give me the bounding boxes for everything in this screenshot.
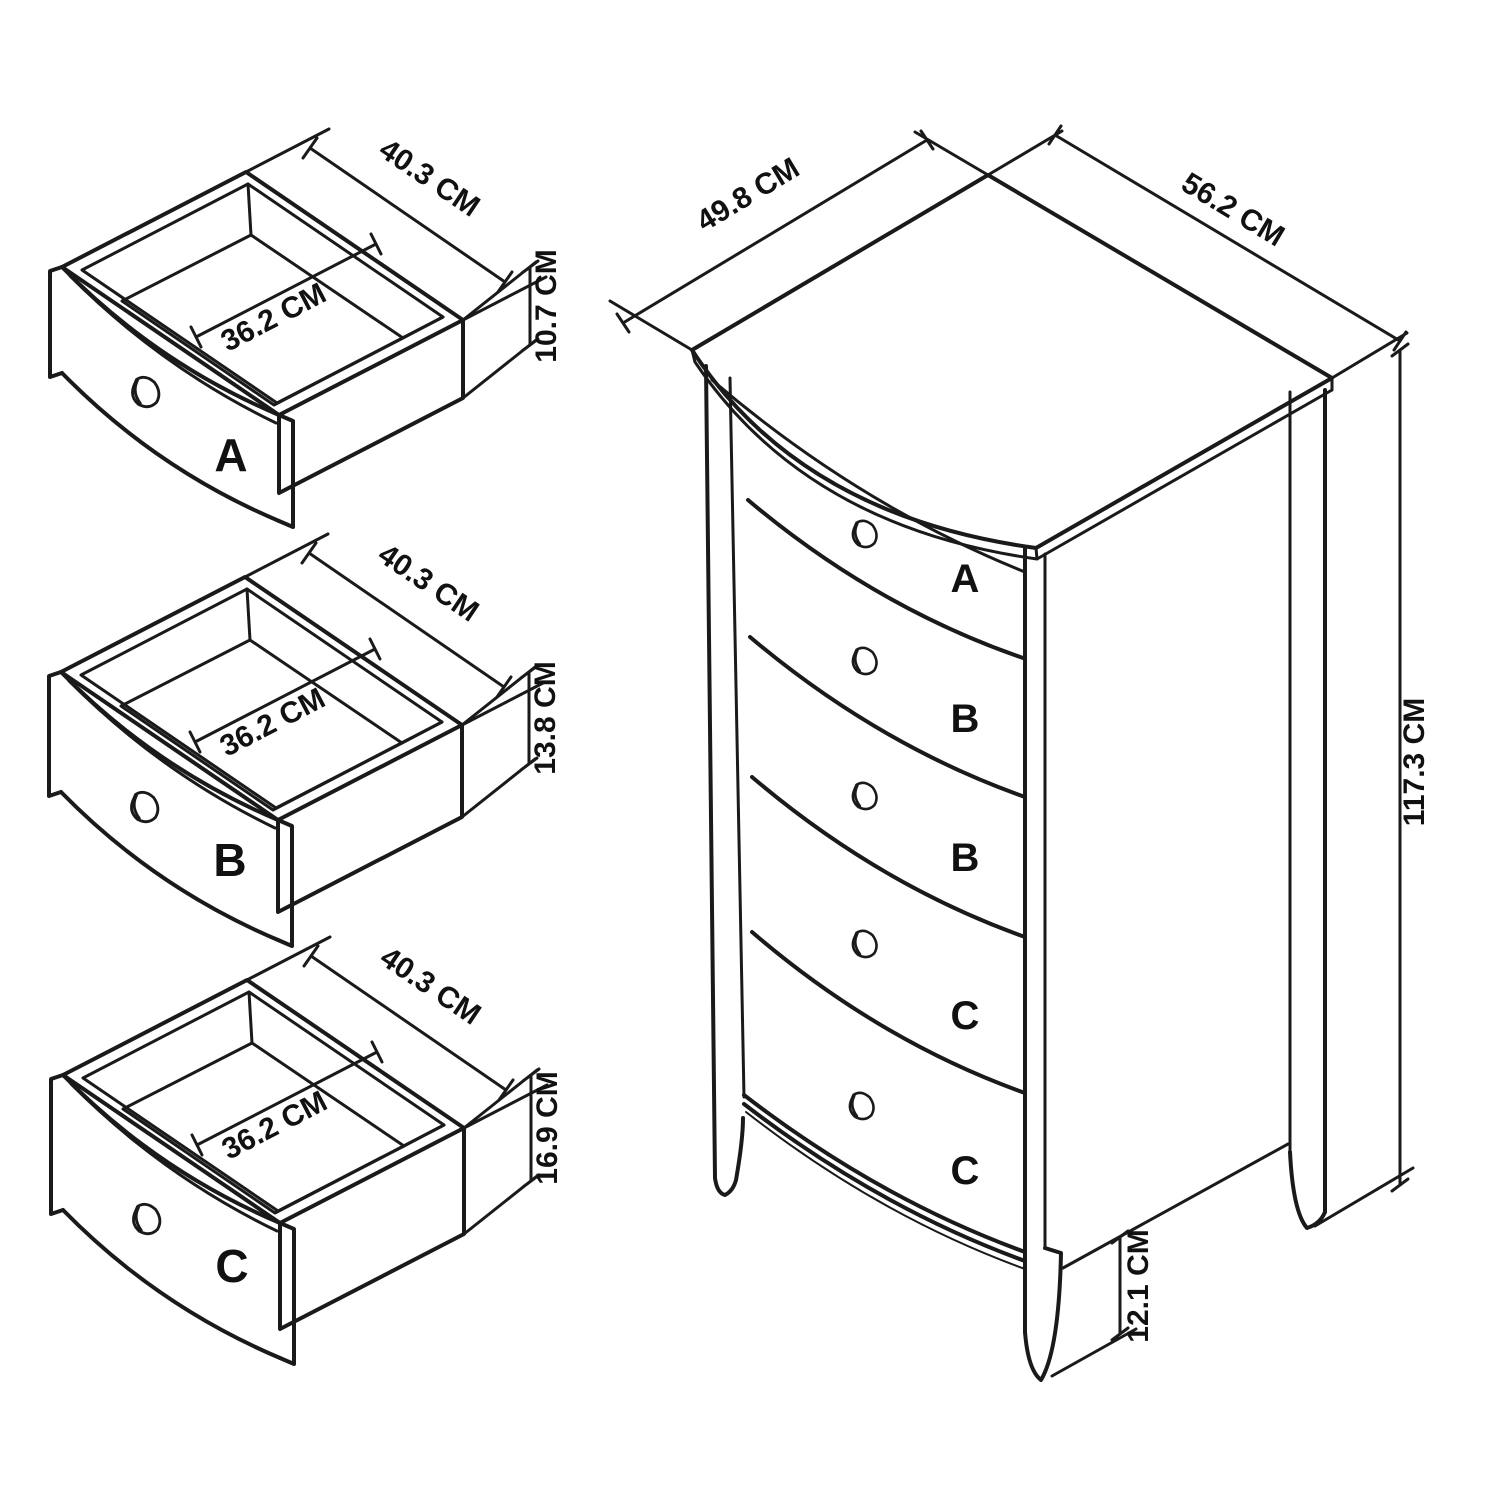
- drawer-a-width-label: 40.3 CM: [373, 133, 485, 224]
- drawer-c-bow-front-bottom: [61, 1208, 282, 1360]
- chest-divider-4: [750, 930, 1027, 1095]
- drawer-a-side-wall: [277, 318, 465, 495]
- drawer-c-side-wall: [278, 1126, 466, 1331]
- chest-drawer-3-letter: B: [951, 836, 980, 880]
- chest-side-bottom-edge: [1061, 1142, 1290, 1270]
- drawer-a-bow-front-inner: [68, 274, 278, 425]
- drawer-c-width-dimension: [245, 935, 549, 1130]
- drawer-a-floor: [120, 233, 405, 407]
- chest-drawer-1-letter: A: [951, 557, 980, 601]
- detail-drawer-c: C 40.3 CM 36.2 CM 16.9 CM: [49, 935, 564, 1366]
- chest-leg-height-dimension: [1050, 1229, 1138, 1378]
- chest-leg-height-label: 12.1 CM: [1122, 1229, 1155, 1342]
- chest-knob-1-icon: [851, 519, 878, 549]
- drawer-b-height-label: 13.8 CM: [529, 661, 562, 774]
- drawer-a-right-cap: [277, 413, 295, 529]
- chest-top-depth-dimension: [608, 129, 990, 352]
- chest-bottom-rail-bottom: [742, 1102, 1027, 1263]
- chest-drawer-4-letter: C: [951, 994, 980, 1038]
- drawer-c-letter: C: [215, 1240, 248, 1292]
- drawer-c-depth-dimension: [190, 1040, 384, 1157]
- drawer-c-floor: [121, 1041, 406, 1215]
- drawer-b-knob-icon: [130, 790, 160, 824]
- chest-drawer-2-letter: B: [951, 697, 980, 741]
- chest-top-lip: [690, 348, 1334, 561]
- drawer-a-depth-dimension: [189, 232, 383, 349]
- drawer-b-height-dimension: [460, 664, 539, 819]
- chest-height-label: 117.3 CM: [1398, 698, 1431, 826]
- chest-back-right-leg: [1288, 1150, 1327, 1230]
- chest-knob-4-icon: [851, 929, 878, 959]
- drawer-a-width-dimension: [244, 127, 548, 322]
- drawer-b-letter: B: [213, 834, 246, 886]
- drawer-a-height-label: 10.7 CM: [530, 249, 563, 362]
- detail-drawer-b: B 40.3 CM 36.2 CM 13.8 CM: [47, 532, 562, 948]
- drawer-a-rim-outer: [60, 170, 465, 417]
- drawer-b-width-dimension: [243, 532, 547, 727]
- drawer-c-height-dimension: [462, 1067, 541, 1236]
- drawer-a-left-cap: [48, 265, 64, 379]
- drawer-b-floor: [119, 638, 404, 812]
- drawer-b-width-label: 40.3 CM: [372, 538, 484, 629]
- drawer-b-rim-outer: [59, 575, 464, 822]
- chest-knob-2-icon: [851, 646, 878, 676]
- drawer-c-width-label: 40.3 CM: [374, 941, 486, 1032]
- chest-bottom-rail-shadow: [745, 1111, 1026, 1270]
- chest-front-left-leg: [713, 1116, 745, 1197]
- drawer-a-wall-joints: [246, 182, 445, 340]
- chest-top-width-dimension: [986, 124, 1409, 380]
- drawer-c-bow-front-inner: [69, 1082, 279, 1233]
- drawer-b-side-wall: [276, 723, 464, 914]
- chest-of-drawers: A B B C C 49.8 CM 56.2 CM 117.3 CM 12.1 …: [608, 124, 1431, 1382]
- chest-divider-1: [746, 498, 1025, 660]
- chest-knob-5-icon: [848, 1091, 875, 1121]
- drawer-c-wall-joints: [247, 990, 446, 1148]
- chest-bottom-rail-top: [742, 1093, 1027, 1254]
- drawer-c-height-label: 16.9 CM: [531, 1071, 564, 1184]
- drawer-c-rim-outer: [61, 978, 466, 1225]
- drawer-b-left-cap: [47, 670, 63, 798]
- drawer-b-wall-joints: [245, 587, 444, 745]
- drawer-c-left-cap: [49, 1073, 65, 1216]
- chest-knob-3-icon: [851, 781, 878, 811]
- drawer-b-bow-front-inner: [67, 679, 277, 830]
- drawer-b-bow-front-bottom: [59, 790, 280, 942]
- chest-height-dimension: [1313, 342, 1415, 1228]
- detail-drawer-a: A 40.3 CM 36.2 CM 10.7 CM: [48, 127, 563, 529]
- chest-drawer-5-letter: C: [951, 1149, 980, 1193]
- drawer-a-letter: A: [214, 429, 247, 481]
- drawer-c-right-cap: [278, 1221, 296, 1366]
- drawer-c-knob-icon: [132, 1202, 162, 1236]
- drawer-b-right-cap: [276, 818, 294, 948]
- chest-body-top-edge: [710, 378, 1027, 574]
- chest-divider-2: [748, 635, 1027, 799]
- drawer-a-bow-front-bottom: [60, 371, 281, 523]
- chest-left-stile-inner: [728, 376, 746, 1099]
- drawer-a-height-dimension: [461, 259, 540, 400]
- chest-left-stile-outer: [704, 364, 717, 1180]
- chest-divider-3: [750, 775, 1027, 939]
- drawer-a-knob-icon: [131, 375, 161, 409]
- drawer-b-depth-dimension: [188, 637, 382, 754]
- chest-front-right-leg: [1023, 1246, 1063, 1382]
